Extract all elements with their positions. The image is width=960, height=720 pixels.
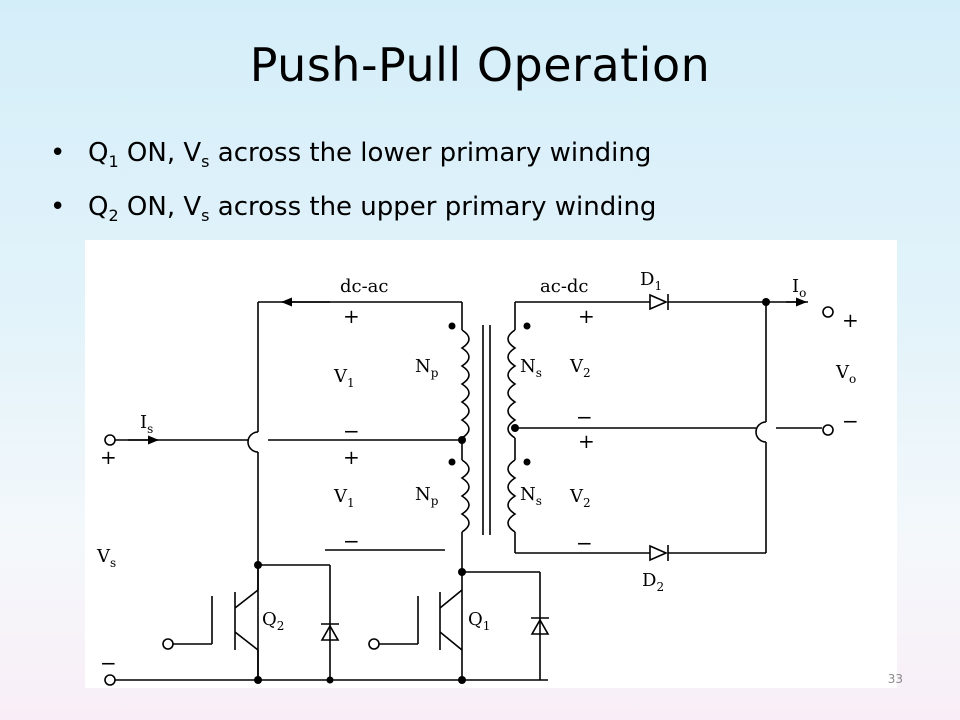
plus-sign: + [100,445,117,469]
junction-dots [254,298,770,684]
minus-sign: − [343,529,360,553]
v2-lower-label: V2 [569,486,591,510]
vs-label: Vs [96,546,116,570]
circuit-svg: dc-ac ac-dc D1 D2 Io Is Vs Vo V1 V1 V2 V… [96,269,859,686]
bullet-item: •Q2 ON, Vs across the upper primary wind… [50,192,657,226]
q1-label: Q1 [468,609,490,633]
is-label: Is [140,412,153,436]
diodes [320,293,669,641]
d2-label: D2 [642,570,664,594]
ac-dc-label: ac-dc [540,276,589,297]
plus-sign: + [343,445,360,469]
plus-sign: + [578,429,595,453]
np-upper-label: Np [415,356,439,380]
v1-upper-label: V1 [333,366,355,390]
bullet-marker: • [50,138,66,168]
polarity-signs: + − + − + − + − + − + − [100,304,859,675]
dc-ac-label: dc-ac [340,276,389,297]
ns-upper-label: Ns [520,356,542,380]
d1-label: D1 [640,269,662,293]
current-arrows [128,297,808,445]
v1-lower-label: V1 [333,486,355,510]
bullet-marker: • [50,192,66,222]
terminals [104,306,834,686]
minus-sign: − [576,531,593,555]
plus-sign: + [578,304,595,328]
minus-sign: − [100,651,117,675]
vo-label: Vo [835,362,856,386]
slide-title: Push-Pull Operation [249,38,711,92]
plus-sign: + [842,308,859,332]
q2-label: Q2 [262,609,284,633]
plus-sign: + [343,304,360,328]
circuit-diagram: dc-ac ac-dc D1 D2 Io Is Vs Vo V1 V1 V2 V… [85,240,897,688]
np-lower-label: Np [415,484,439,508]
minus-sign: − [842,409,859,433]
bullet-item: •Q1 ON, Vs across the lower primary wind… [50,138,652,172]
io-label: Io [792,276,806,300]
v2-upper-label: V2 [569,356,591,380]
minus-sign: − [576,405,593,429]
minus-sign: − [343,419,360,443]
page-number: 33 [887,672,903,686]
ns-lower-label: Ns [520,484,542,508]
circuit-labels: dc-ac ac-dc D1 D2 Io Is Vs Vo V1 V1 V2 V… [96,269,856,633]
bullet-list: •Q1 ON, Vs across the lower primary wind… [50,138,656,246]
